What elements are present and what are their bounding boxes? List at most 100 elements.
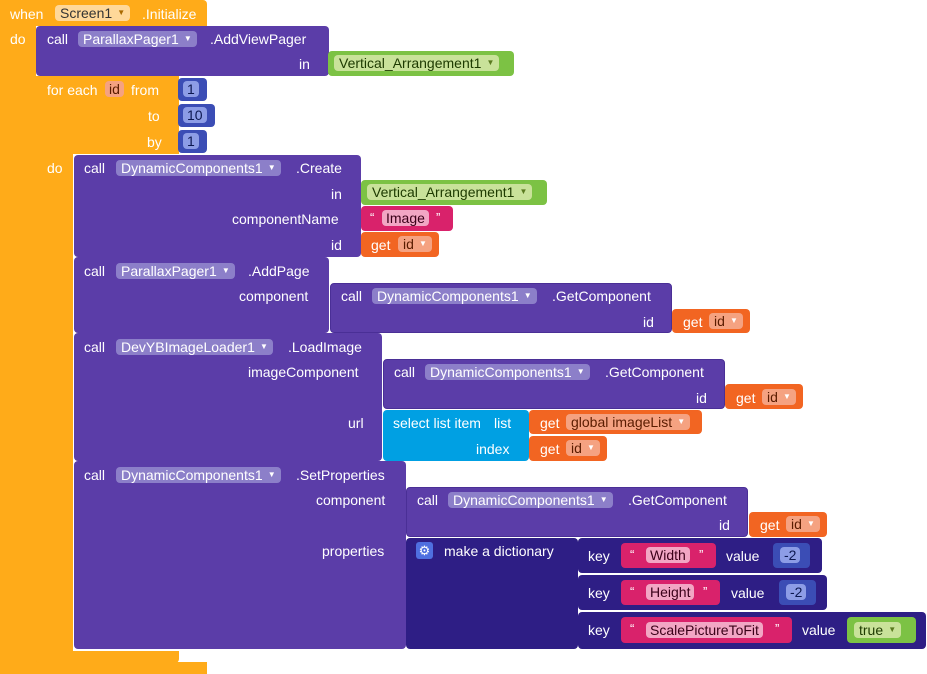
chevron-down-icon: ▼ bbox=[576, 367, 585, 376]
dynamiccomponents1-dropdown[interactable]: DynamicComponents1 ▼ bbox=[116, 467, 281, 483]
vertical-arrangement-dropdown-label: Vertical_Arrangement1 bbox=[372, 184, 515, 200]
get-label: get bbox=[736, 390, 756, 406]
dynamiccomponents1-dropdown-label: DynamicComponents1 bbox=[377, 288, 519, 304]
component-label: component bbox=[316, 492, 386, 508]
chevron-down-icon: ▼ bbox=[267, 163, 276, 172]
chevron-down-icon: ▼ bbox=[259, 342, 268, 351]
dynamiccomponents1-dropdown[interactable]: DynamicComponents1 ▼ bbox=[425, 364, 590, 380]
chevron-down-icon: ▼ bbox=[486, 58, 495, 67]
loop-variable[interactable]: id bbox=[105, 81, 124, 97]
global-image-list-dropdown[interactable]: global imageList ▼ bbox=[566, 414, 691, 430]
vertical-arrangement-dropdown-label: Vertical_Arrangement1 bbox=[339, 55, 482, 71]
open-quote-icon: “ bbox=[630, 621, 635, 636]
dynamiccomponents1-dropdown-label: DynamicComponents1 bbox=[121, 467, 263, 483]
image-text-value[interactable]: Image bbox=[382, 210, 429, 226]
boolean-dropdown-label: true bbox=[859, 622, 884, 638]
make-dictionary-block[interactable] bbox=[406, 538, 578, 649]
dynamiccomponents1-dropdown-label: DynamicComponents1 bbox=[430, 364, 572, 380]
dynamiccomponents1-dropdown[interactable]: DynamicComponents1▼ bbox=[116, 160, 281, 176]
list-label: list bbox=[494, 415, 512, 431]
vertical-arrangement-dropdown[interactable]: Vertical_Arrangement1 ▼ bbox=[367, 184, 533, 200]
height-number[interactable]: -2 bbox=[786, 584, 807, 600]
method-name: .AddViewPager bbox=[210, 31, 307, 47]
chevron-down-icon: ▼ bbox=[267, 470, 276, 479]
call-label: call bbox=[84, 263, 106, 279]
get-var-dropdown[interactable]: id▼ bbox=[786, 516, 820, 532]
get-label: get bbox=[683, 314, 703, 330]
make-dictionary-label: make a dictionary bbox=[444, 543, 554, 559]
from-label: from bbox=[131, 82, 159, 98]
call-label: call bbox=[341, 288, 363, 304]
chevron-down-icon: ▼ bbox=[523, 291, 532, 300]
key-label: key bbox=[588, 622, 610, 638]
set-properties-block[interactable] bbox=[74, 461, 406, 649]
chevron-down-icon: ▼ bbox=[519, 187, 528, 196]
select-list-item-block[interactable] bbox=[383, 410, 529, 461]
call-label: call bbox=[417, 492, 439, 508]
loop-do-label: do bbox=[47, 160, 63, 176]
by-number[interactable]: 1 bbox=[183, 133, 199, 149]
chevron-down-icon: ▼ bbox=[782, 392, 791, 401]
get-var-dropdown-label: id bbox=[571, 440, 582, 456]
select-list-item-label: select list item bbox=[393, 415, 481, 431]
chevron-down-icon: ▼ bbox=[677, 417, 686, 426]
key-label: key bbox=[588, 585, 610, 601]
image-component-label: imageComponent bbox=[248, 364, 359, 380]
close-quote-icon: ” bbox=[436, 210, 441, 225]
id-label: id bbox=[696, 390, 707, 406]
parallaxpager1-dropdown[interactable]: ParallaxPager1▼ bbox=[78, 31, 197, 47]
scale-text-value[interactable]: ScalePictureToFit bbox=[646, 622, 763, 638]
method-name: .LoadImage bbox=[288, 339, 362, 355]
chevron-down-icon: ▼ bbox=[888, 625, 897, 634]
to-number[interactable]: 10 bbox=[183, 107, 207, 123]
get-var-dropdown[interactable]: id▼ bbox=[566, 440, 600, 456]
call-label: call bbox=[394, 364, 416, 380]
component-name-label: componentName bbox=[232, 211, 339, 227]
in-label: in bbox=[299, 56, 310, 72]
chevron-down-icon: ▼ bbox=[418, 239, 427, 248]
width-text-value[interactable]: Width bbox=[646, 547, 690, 563]
from-number[interactable]: 1 bbox=[183, 81, 199, 97]
get-var-dropdown[interactable]: id ▼ bbox=[398, 236, 432, 252]
component-label: component bbox=[239, 288, 309, 304]
close-quote-icon: ” bbox=[699, 547, 704, 562]
screen1-dropdown[interactable]: Screen1▼ bbox=[55, 5, 131, 21]
get-var-dropdown[interactable]: id▼ bbox=[709, 313, 743, 329]
when-label: when bbox=[10, 6, 44, 22]
parallaxpager1-dropdown-label: ParallaxPager1 bbox=[83, 31, 179, 47]
vertical-arrangement-dropdown[interactable]: Vertical_Arrangement1 ▼ bbox=[334, 55, 500, 71]
method-name: .GetComponent bbox=[605, 364, 704, 380]
chevron-down-icon: ▼ bbox=[806, 519, 815, 528]
boolean-dropdown[interactable]: true ▼ bbox=[854, 622, 902, 638]
dynamiccomponents1-dropdown[interactable]: DynamicComponents1 ▼ bbox=[372, 288, 537, 304]
width-number[interactable]: -2 bbox=[780, 547, 801, 563]
when-screen1-initialize-block[interactable] bbox=[0, 0, 207, 674]
get-component-block[interactable] bbox=[330, 283, 672, 333]
in-label: in bbox=[331, 186, 342, 202]
get-var-dropdown-label: id bbox=[767, 389, 778, 405]
call-label: call bbox=[84, 160, 106, 176]
method-name: .GetComponent bbox=[628, 492, 727, 508]
parallaxpager1-dropdown[interactable]: ParallaxPager1▼ bbox=[116, 263, 235, 279]
height-text-value[interactable]: Height bbox=[646, 584, 695, 600]
open-quote-icon: “ bbox=[370, 210, 375, 225]
chevron-down-icon: ▼ bbox=[117, 8, 126, 17]
loop-variable-label: id bbox=[109, 81, 120, 97]
gear-icon[interactable]: ⚙ bbox=[416, 542, 433, 559]
do-label: do bbox=[10, 31, 26, 47]
close-quote-icon: ” bbox=[703, 584, 708, 599]
get-var-dropdown[interactable]: id ▼ bbox=[762, 389, 796, 405]
chevron-down-icon: ▼ bbox=[729, 316, 738, 325]
method-name: .SetProperties bbox=[296, 467, 385, 483]
get-var-dropdown-label: id bbox=[403, 236, 414, 252]
devybimageloader1-dropdown[interactable]: DevYBImageLoader1 ▼ bbox=[116, 339, 273, 355]
id-label: id bbox=[643, 314, 654, 330]
id-label: id bbox=[719, 517, 730, 533]
call-label: call bbox=[84, 467, 106, 483]
dynamiccomponents1-dropdown[interactable]: DynamicComponents1▼ bbox=[448, 492, 613, 508]
devybimageloader1-dropdown-label: DevYBImageLoader1 bbox=[121, 339, 255, 355]
url-label: url bbox=[348, 415, 364, 431]
chevron-down-icon: ▼ bbox=[599, 495, 608, 504]
global-image-list-dropdown-label: global imageList bbox=[571, 414, 673, 430]
properties-label: properties bbox=[322, 543, 385, 559]
